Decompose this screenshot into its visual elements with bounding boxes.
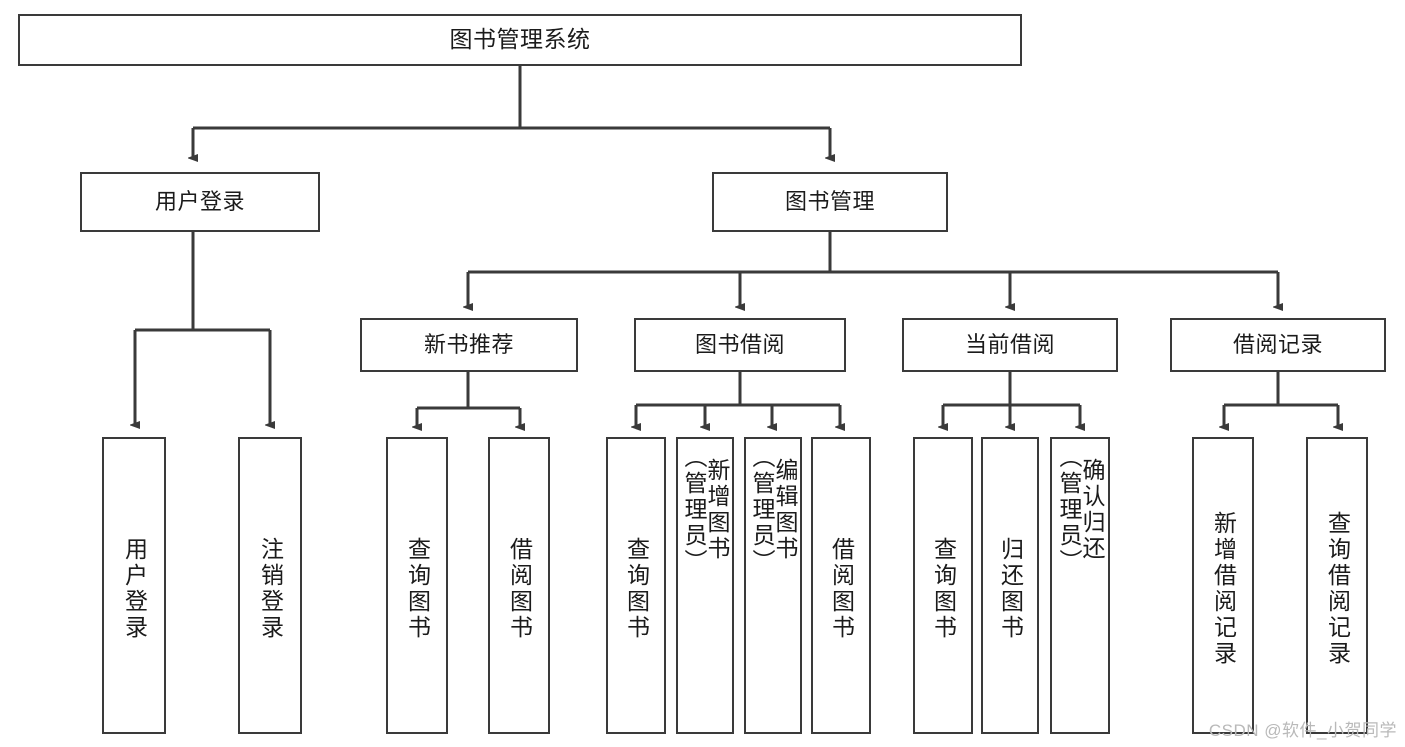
- leaf-add-book-admin[interactable]: 新增图书 （管理员）: [676, 437, 734, 734]
- leaf-add-book-admin-label: 新增图书 （管理员）: [681, 445, 730, 575]
- leaf-query-book-2[interactable]: 查询图书: [606, 437, 666, 734]
- leaf-query-book-2-label: 查询图书: [623, 536, 650, 641]
- leaf-query-book-1-label: 查询图书: [404, 536, 431, 641]
- leaf-borrow-book-2[interactable]: 借阅图书: [811, 437, 871, 734]
- node-current-borrow[interactable]: 当前借阅: [902, 318, 1118, 372]
- leaf-user-login[interactable]: 用户登录: [102, 437, 166, 734]
- leaf-borrow-book-1[interactable]: 借阅图书: [488, 437, 550, 734]
- csdn-watermark: CSDN @软件_小贺同学: [1208, 721, 1397, 740]
- node-book-borrow-label: 图书借阅: [694, 332, 785, 358]
- leaf-query-book-1[interactable]: 查询图书: [386, 437, 448, 734]
- leaf-confirm-return-admin-label: 确认归还 （管理员）: [1056, 445, 1105, 575]
- leaf-borrow-book-1-label: 借阅图书: [506, 536, 533, 641]
- leaf-add-borrow-record-label: 新增借阅记录: [1210, 510, 1237, 667]
- node-root-label: 图书管理系统: [449, 26, 591, 53]
- leaf-query-book-3[interactable]: 查询图书: [913, 437, 973, 734]
- leaf-confirm-return-admin[interactable]: 确认归还 （管理员）: [1050, 437, 1110, 734]
- leaf-user-login-label: 用户登录: [121, 536, 148, 641]
- node-root[interactable]: 图书管理系统: [18, 14, 1022, 66]
- leaf-return-book[interactable]: 归还图书: [981, 437, 1039, 734]
- node-book-manage[interactable]: 图书管理: [712, 172, 948, 232]
- node-new-book-recommend-label: 新书推荐: [423, 332, 514, 358]
- leaf-query-borrow-record[interactable]: 查询借阅记录: [1306, 437, 1368, 734]
- leaf-edit-book-admin[interactable]: 编辑图书 （管理员）: [744, 437, 802, 734]
- leaf-add-borrow-record[interactable]: 新增借阅记录: [1192, 437, 1254, 734]
- leaf-edit-book-admin-label: 编辑图书 （管理员）: [749, 445, 798, 575]
- node-book-manage-label: 图书管理: [784, 189, 875, 215]
- node-user-login-label: 用户登录: [154, 189, 245, 215]
- node-borrow-record[interactable]: 借阅记录: [1170, 318, 1386, 372]
- leaf-borrow-book-2-label: 借阅图书: [828, 536, 855, 641]
- leaf-return-book-label: 归还图书: [997, 536, 1024, 641]
- node-book-borrow[interactable]: 图书借阅: [634, 318, 846, 372]
- leaf-logout[interactable]: 注销登录: [238, 437, 302, 734]
- node-user-login[interactable]: 用户登录: [80, 172, 320, 232]
- leaf-query-borrow-record-label: 查询借阅记录: [1324, 510, 1351, 667]
- leaf-logout-label: 注销登录: [257, 536, 284, 641]
- node-new-book-recommend[interactable]: 新书推荐: [360, 318, 578, 372]
- node-borrow-record-label: 借阅记录: [1232, 332, 1323, 358]
- node-current-borrow-label: 当前借阅: [964, 332, 1055, 358]
- leaf-query-book-3-label: 查询图书: [930, 536, 957, 641]
